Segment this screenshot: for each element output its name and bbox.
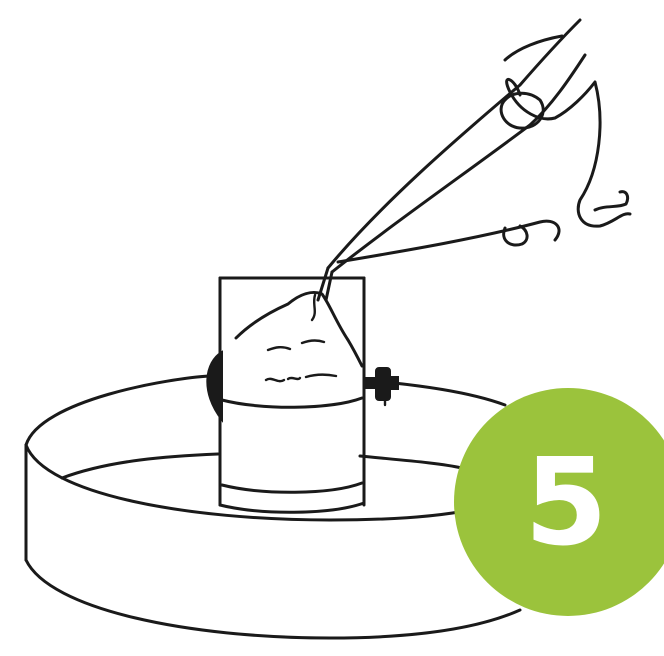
container-band-bottom [222,483,362,492]
material-mound [236,292,362,381]
tweezers-arm-upper [328,20,580,268]
container-base [220,503,364,512]
mound-crack [312,295,315,320]
tray-inner-back-right [360,456,462,468]
tray-rim-back [26,376,210,445]
thumb [501,93,543,128]
step-badge: 5 [454,388,664,616]
container-side-clip [207,352,222,420]
tray-bottom-front [26,560,520,638]
tray [26,376,520,638]
container [207,278,398,512]
tweezers-tip [318,268,332,300]
mound-outline [236,292,362,366]
hand-outline [507,79,630,226]
finger-right [595,192,628,210]
container-band-top [222,398,362,407]
knob-icon [364,368,398,405]
tray-inner-back [62,454,218,478]
step-number: 5 [524,434,608,573]
